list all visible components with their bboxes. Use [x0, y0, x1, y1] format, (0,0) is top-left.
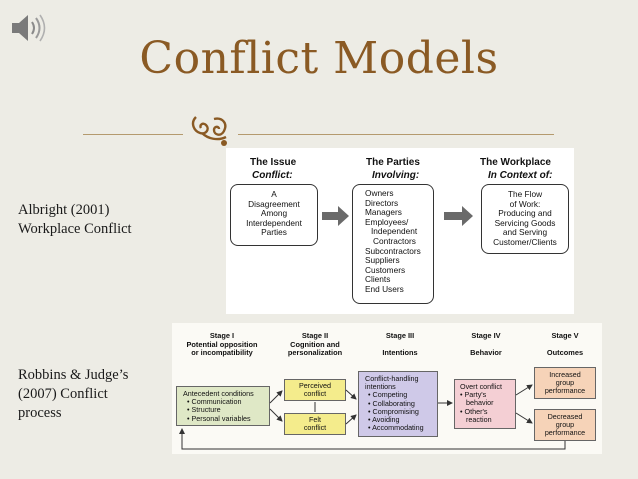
workplace-title: The Workplace — [480, 157, 551, 168]
overt-conflict-box: Overt conflict• Party's behavior• Other'… — [454, 379, 516, 429]
label-robbins: Robbins & Judge’s (2007) Conflict proces… — [18, 366, 128, 423]
albright-diagram: The Issue Conflict: The Parties Involvin… — [226, 148, 574, 314]
slide-title: Conflict Models — [139, 33, 499, 84]
parties-title: The Parties — [366, 157, 420, 168]
label-albright-line2: Workplace Conflict — [18, 221, 132, 237]
label-albright-line1: Albright (2001) — [18, 202, 110, 218]
parties-subtitle: Involving: — [372, 170, 420, 181]
label-robbins-line3: process — [18, 405, 62, 421]
label-albright: Albright (2001) Workplace Conflict — [18, 201, 132, 239]
title-rule-left — [83, 134, 183, 135]
fleuron-icon — [191, 116, 227, 146]
arrow-parties-to-workplace — [444, 206, 473, 226]
workplace-subtitle: In Context of: — [488, 170, 553, 181]
issue-title: The Issue — [250, 157, 297, 168]
process-arrows — [179, 384, 566, 450]
issue-subtitle: Conflict: — [252, 170, 293, 181]
title-rule-right — [238, 134, 554, 135]
antecedent-box: Antecedent conditions• Communication• St… — [176, 386, 270, 426]
label-robbins-line1: Robbins & Judge’s — [18, 367, 129, 383]
arrow-issue-to-parties — [322, 206, 349, 226]
speaker-icon[interactable] — [8, 12, 48, 44]
label-robbins-line2: (2007) Conflict — [18, 386, 108, 402]
